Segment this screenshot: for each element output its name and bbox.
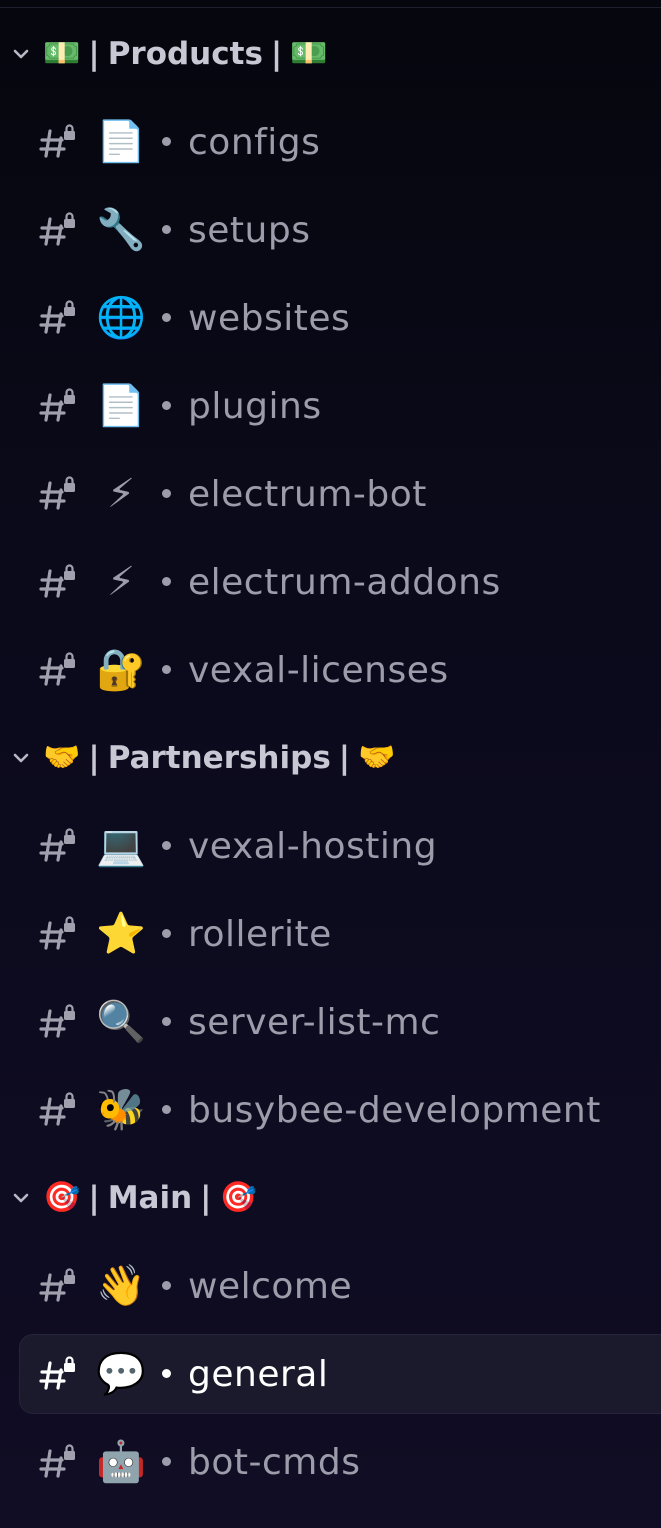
- chevron-down-icon[interactable]: [10, 1189, 32, 1207]
- chevron-down-icon[interactable]: [10, 749, 32, 767]
- separator: |: [338, 740, 351, 776]
- bullet-dot: [162, 313, 171, 322]
- channel-busybee-development[interactable]: 🐝 busybee-development: [0, 1066, 661, 1154]
- bullet-dot: [162, 489, 171, 498]
- channel-websites[interactable]: 🌐 websites: [0, 274, 661, 362]
- locked-hash-icon: [39, 1092, 75, 1126]
- bullet-dot: [162, 1017, 171, 1026]
- channel-server-list-mc[interactable]: 🔍 server-list-mc: [0, 978, 661, 1066]
- robot-icon: 🤖: [96, 1439, 146, 1485]
- locked-hash-icon: [39, 212, 75, 246]
- channel-electrum-bot[interactable]: ⚡ electrum-bot: [0, 450, 661, 538]
- locked-hash-icon: [39, 1444, 75, 1478]
- lightning-icon: ⚡: [106, 559, 136, 605]
- channel-name: electrum-addons: [188, 561, 501, 603]
- chevron-down-icon[interactable]: [10, 45, 32, 63]
- channel-welcome[interactable]: 👋 welcome: [0, 1242, 661, 1330]
- bullet-dot: [162, 665, 171, 674]
- bullet-dot: [162, 1281, 171, 1290]
- direct-hit-icon: 🎯: [43, 1180, 81, 1215]
- channel-electrum-addons[interactable]: ⚡ electrum-addons: [0, 538, 661, 626]
- locked-hash-icon: [39, 1356, 75, 1390]
- channel-setups[interactable]: 🔧 setups: [0, 186, 661, 274]
- category-name: Main: [107, 1180, 193, 1216]
- channel-name: vexal-licenses: [188, 649, 449, 691]
- locked-hash-icon: [39, 1004, 75, 1038]
- top-divider: [0, 0, 661, 8]
- channel-name: plugins: [188, 385, 322, 427]
- page-facing-up-icon: 📄: [96, 119, 146, 165]
- bullet-dot: [162, 1457, 171, 1466]
- channel-name: bot-cmds: [188, 1441, 361, 1483]
- channel-name: websites: [188, 297, 351, 339]
- dollar-banknote-icon: 💵: [43, 36, 81, 71]
- category-label: 🤝 | Partnerships | 🤝: [43, 740, 395, 776]
- locked-hash-icon: [39, 300, 75, 334]
- channel-name: setups: [188, 209, 311, 251]
- bullet-dot: [162, 401, 171, 410]
- handshake-icon: 🤝: [358, 740, 396, 775]
- channel-general[interactable]: 💬 general: [0, 1330, 661, 1418]
- category-partnerships[interactable]: 🤝 | Partnerships | 🤝: [0, 714, 661, 802]
- locked-hash-icon: [39, 476, 75, 510]
- channel-vexal-hosting[interactable]: 💻 vexal-hosting: [0, 802, 661, 890]
- channel-vexal-licenses[interactable]: 🔐 vexal-licenses: [0, 626, 661, 714]
- channel-name: vexal-hosting: [188, 825, 438, 867]
- locked-hash-icon: [39, 652, 75, 686]
- direct-hit-icon: 🎯: [219, 1180, 257, 1215]
- bullet-dot: [162, 577, 171, 586]
- locked-hash-icon: [39, 564, 75, 598]
- channel-name: server-list-mc: [188, 1001, 441, 1043]
- channel-name: general: [188, 1353, 329, 1395]
- laptop-icon: 💻: [96, 823, 146, 869]
- category-name: Partnerships: [107, 740, 331, 776]
- bullet-dot: [162, 841, 171, 850]
- channel-name: welcome: [188, 1265, 353, 1307]
- channel-rollerite[interactable]: ⭐ rollerite: [0, 890, 661, 978]
- separator: |: [88, 740, 100, 776]
- channel-list: 💵 | Products | 💵 📄 configs 🔧 setups 🌐 we…: [0, 10, 661, 1506]
- locked-with-key-icon: 🔐: [96, 647, 146, 693]
- bullet-dot: [162, 137, 171, 146]
- dollar-banknote-icon: 💵: [290, 36, 328, 71]
- bee-icon: 🐝: [96, 1087, 146, 1133]
- channel-configs[interactable]: 📄 configs: [0, 98, 661, 186]
- channel-bot-cmds[interactable]: 🤖 bot-cmds: [0, 1418, 661, 1506]
- separator: |: [200, 1180, 212, 1216]
- category-label: 💵 | Products | 💵: [43, 36, 328, 72]
- wrench-icon: 🔧: [96, 207, 146, 253]
- page-facing-up-icon: 📄: [96, 383, 146, 429]
- globe-icon: 🌐: [96, 295, 146, 341]
- channel-plugins[interactable]: 📄 plugins: [0, 362, 661, 450]
- waving-hand-icon: 👋: [96, 1263, 146, 1309]
- separator: |: [88, 1180, 100, 1216]
- bullet-dot: [162, 929, 171, 938]
- category-name: Products: [107, 36, 263, 72]
- locked-hash-icon: [39, 1268, 75, 1302]
- channel-name: configs: [188, 121, 321, 163]
- star-icon: ⭐: [96, 911, 146, 957]
- channel-name: electrum-bot: [188, 473, 427, 515]
- locked-hash-icon: [39, 124, 75, 158]
- lightning-icon: ⚡: [106, 471, 136, 517]
- category-main[interactable]: 🎯 | Main | 🎯: [0, 1154, 661, 1242]
- locked-hash-icon: [39, 388, 75, 422]
- handshake-icon: 🤝: [43, 740, 81, 775]
- locked-hash-icon: [39, 828, 75, 862]
- separator: |: [270, 36, 283, 72]
- bullet-dot: [162, 225, 171, 234]
- channel-name: rollerite: [188, 913, 332, 955]
- magnifying-glass-icon: 🔍: [96, 999, 146, 1045]
- category-products[interactable]: 💵 | Products | 💵: [0, 10, 661, 98]
- category-label: 🎯 | Main | 🎯: [43, 1180, 257, 1216]
- speech-balloon-icon: 💬: [96, 1351, 146, 1397]
- separator: |: [88, 36, 100, 72]
- bullet-dot: [162, 1369, 171, 1378]
- locked-hash-icon: [39, 916, 75, 950]
- bullet-dot: [162, 1105, 171, 1114]
- channel-name: busybee-development: [188, 1089, 601, 1131]
